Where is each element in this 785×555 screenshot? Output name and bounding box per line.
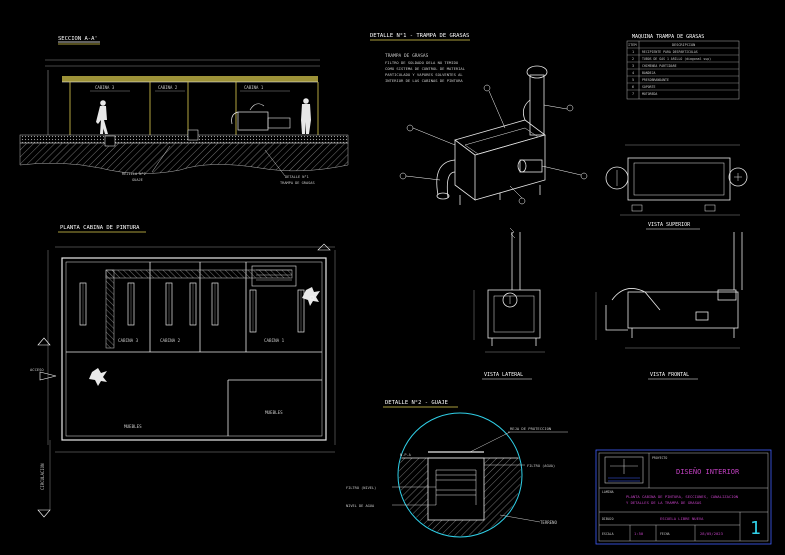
planta-cabina-2: CABINA 2 <box>160 338 181 343</box>
detalle-1-title: DETALLE N°1 - TRAMPA DE GRASAS <box>370 33 469 39</box>
section-cabina-1: CABINA 1 <box>244 85 264 90</box>
parts-row-item: 5 <box>632 78 634 82</box>
title-dibujo-label: DIBUJO <box>602 517 614 521</box>
sheet-number: 1 <box>750 518 761 539</box>
parts-row-desc: TUBOS DE GAS 1 ARILLO (diagonal sup) <box>642 57 711 61</box>
detalle-2-title: DETALLE N°2 - GUAJE <box>385 400 448 406</box>
title-block: PROYECTO DISEÑO INTERIOR LAMINA PLANTA C… <box>595 449 772 545</box>
detalle-2-nivel: NIVEL DE AGUA <box>346 504 375 508</box>
planta-muebles-1: MUEBLES <box>124 424 142 429</box>
parts-row-item: 4 <box>632 71 634 75</box>
planta-circulacion: CIRCULACION <box>40 463 45 490</box>
school-logo <box>604 456 644 484</box>
section-callout-trampa: TRAMPA DE GRASAS <box>280 181 315 185</box>
detalle-2-npa: N.P.A <box>400 453 412 457</box>
parts-row-desc: SOPORTE <box>642 85 656 89</box>
parts-row-desc: CHIMENEA PARTIDARE <box>642 64 677 68</box>
section-marker-icon <box>317 243 331 251</box>
detalle-1-desc-3: INTERIOR DE LAS CABINAS DE PINTURA <box>385 78 463 83</box>
vista-superior-label: VISTA SUPERIOR <box>648 222 691 228</box>
section-aa-title: SECCION A-A' <box>58 36 98 42</box>
vista-lateral-label: VISTA LATERAL <box>484 372 523 378</box>
title-fecha: 28/05/2023 <box>700 531 723 536</box>
detalle-2-rejilla: REJA DE PROTECCION <box>510 426 552 431</box>
detalle-1: DETALLE N°1 - TRAMPA DE GRASAS TRAMPA DE… <box>370 33 588 205</box>
parts-row-item: 6 <box>632 85 634 89</box>
section-marker-icon <box>37 509 51 518</box>
parts-row-item: 1 <box>632 50 634 54</box>
planta-muebles-2: MUEBLES <box>265 410 283 415</box>
title-lamina-desc-2: Y DETALLES DE LA TRAMPA DE GRASAS <box>626 500 702 505</box>
title-proyecto: DISEÑO INTERIOR <box>676 467 740 476</box>
parts-row-desc: PRESOBRANDANTE <box>642 78 669 82</box>
parts-table-title: MAQUINA TRAMPA DE GRASAS <box>632 34 704 40</box>
title-dibujo: ESCUELA LIBRE NUEVA <box>660 516 704 521</box>
grease-trap-isometric <box>436 65 548 205</box>
detalle-1-desc-0: FILTRO DE SOLDADO DELA NO TEMIDO <box>385 60 459 65</box>
detalle-2-filtro: FILTRO (NIVEL) <box>346 486 376 490</box>
section-callout-rejilla: REJILLA N°2 <box>122 172 146 176</box>
planta-acceso: ACCESO <box>30 367 44 372</box>
parts-col-item: ITEM <box>628 43 636 47</box>
detalle-2-terreno: TERRENO <box>540 520 557 525</box>
section-callout-guaje: GUAJE <box>132 178 143 182</box>
detalle-1-desc-1: COMO SISTEMA DE CONTROL DE MATERIAL <box>385 66 466 71</box>
planta-title: PLANTA CABINA DE PINTURA <box>60 225 140 231</box>
planta-cabina-1: CABINA 1 <box>264 338 285 343</box>
parts-row-desc: BANDEJA <box>642 71 656 75</box>
vista-lateral <box>473 227 545 353</box>
vista-frontal <box>595 232 743 349</box>
access-arrow-icon <box>39 371 57 381</box>
section-cabina-3: CABINA 3 <box>95 85 115 90</box>
planta-cabina-3: CABINA 3 <box>118 338 139 343</box>
person-figure <box>301 98 311 134</box>
title-proyecto-label: PROYECTO <box>652 456 667 460</box>
parts-table: MAQUINA TRAMPA DE GRASAS ITEM DESCRIPCIO… <box>626 34 740 100</box>
detalle-2-filtro-agua: FILTRO (AGUA) <box>527 464 555 468</box>
detalle-1-subtitle: TRAMPA DE GRASAS <box>385 53 429 59</box>
parts-row-item: 2 <box>632 57 634 61</box>
parts-row-desc: RECIPIENTE PARA DESPARTICULAS <box>642 50 698 54</box>
planta: PLANTA CABINA DE PINTURA <box>30 225 336 518</box>
title-escala-label: ESCALA <box>602 532 614 536</box>
section-aa: SECCION A-A' CABINA 3 CABINA 2 CABINA 1 <box>19 36 349 185</box>
title-escala: 1:50 <box>634 531 644 536</box>
section-marker-icon <box>37 337 51 346</box>
title-fecha-label: FECHA <box>660 532 670 536</box>
person-figure <box>96 100 108 134</box>
detalle-2: DETALLE N°2 - GUAJE REJA DE PROTECCION N… <box>346 400 568 538</box>
detalle-1-desc-2: PARTICULADO Y VAPORES SOLVENTES AL <box>385 72 463 77</box>
vista-superior: VISTA SUPERIOR <box>605 144 748 230</box>
section-callout-detalle: DETALLE N°1 <box>285 175 309 179</box>
parts-row-item: 3 <box>632 64 634 68</box>
parts-row-desc: MOTOREDA <box>642 92 657 96</box>
parts-row-item: 7 <box>632 92 634 96</box>
title-lamina-desc-1: PLANTA CABINA DE PINTURA, SECCIONES, CAN… <box>626 494 739 499</box>
vista-frontal-label: VISTA FRONTAL <box>650 372 689 378</box>
section-cabina-2: CABINA 2 <box>158 85 178 90</box>
parts-col-desc: DESCRIPCION <box>672 43 695 47</box>
title-lamina-label: LAMINA <box>602 490 614 494</box>
